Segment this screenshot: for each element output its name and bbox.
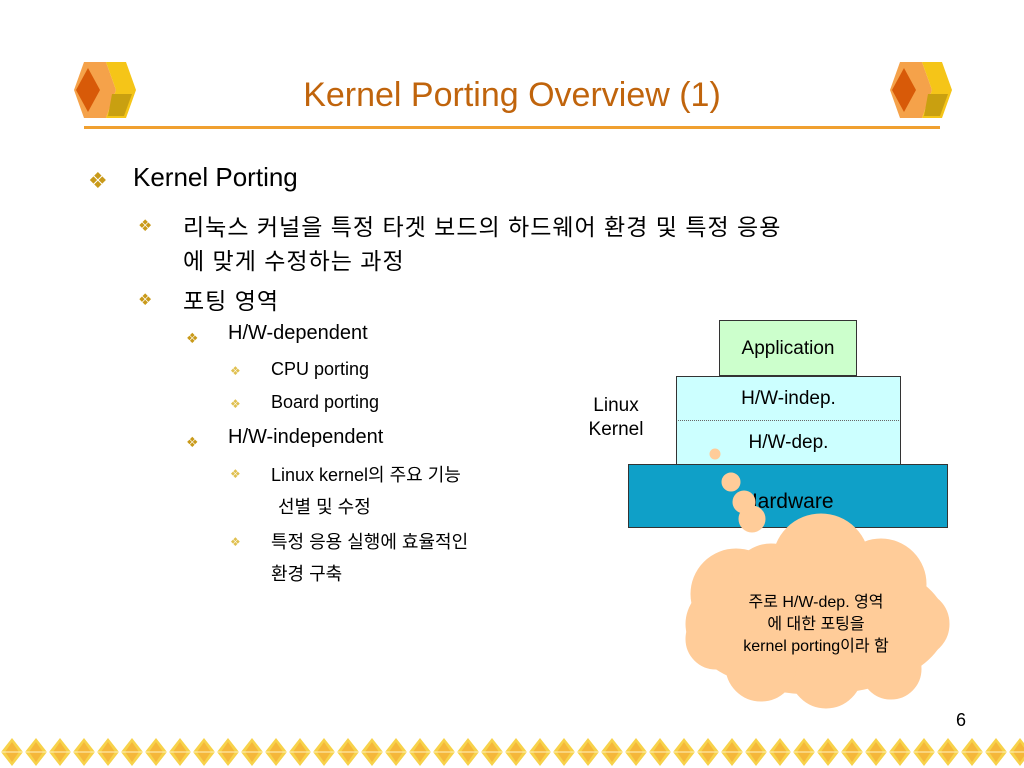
four-diamond-bullet-icon: ❖ [88,168,108,193]
callout-line3: kernel porting이라 함 [743,638,889,655]
four-diamond-bullet-icon: ❖ [230,397,241,411]
bullet-kernel-porting: Kernel Porting [133,162,298,192]
bullet-app-env-line2: 환경 구축 [271,564,343,584]
four-diamond-bullet-icon: ❖ [186,434,199,450]
diamond-logo-icon [74,62,136,118]
callout-text: 주로 H/W-dep. 영역 에 대한 포팅을 kernel porting이라… [690,592,942,658]
four-diamond-bullet-icon: ❖ [186,330,199,346]
bullet-app-env-line1: 특정 응용 실행에 효율적인 [271,532,469,552]
bullet-definition-line2: 에 맞게 수정하는 과정 [183,248,405,274]
bullet-porting-area: 포팅 영역 [183,288,280,314]
linux-kernel-label-line1: Linux [593,395,639,416]
bullet-linux-kernel-line2: 선별 및 수정 [278,497,371,517]
page-number: 6 [955,710,966,730]
four-diamond-bullet-icon: ❖ [138,218,153,235]
four-diamond-bullet-icon: ❖ [230,535,241,549]
kernel-layer-divider [678,420,899,421]
linux-kernel-label-line2: Kernel [588,419,644,440]
hw-indep-layer: H/W-indep. [741,388,836,409]
bullet-board-porting: Board porting [271,392,380,412]
bullet-hw-dependent: H/W-dependent [228,322,368,344]
bullet-linux-kernel-line1: Linux kernel의 주요 기능 [271,465,461,485]
four-diamond-bullet-icon: ❖ [138,292,153,309]
footer-diamond-pattern [0,736,1024,768]
bullet-hw-independent: H/W-independent [228,426,384,448]
callout-line2: 에 대한 포팅을 [767,616,865,633]
hw-dep-layer: H/W-dep. [748,432,829,453]
linux-kernel-label: Linux Kernel [572,394,660,442]
four-diamond-bullet-icon: ❖ [230,467,241,481]
thought-cloud [685,448,950,709]
application-layer: Application [719,320,857,376]
callout-line1: 주로 H/W-dep. 영역 [748,594,884,611]
bullet-definition-line1: 리눅스 커널을 특정 타겟 보드의 하드웨어 환경 및 특정 응용 [183,214,782,240]
four-diamond-bullet-icon: ❖ [230,364,241,378]
page-title: Kernel Porting Overview (1) [303,76,721,114]
diamond-logo-icon [890,62,952,118]
kernel-layer-box [676,376,901,466]
bullet-cpu-porting: CPU porting [271,359,370,379]
title-divider [84,126,940,129]
